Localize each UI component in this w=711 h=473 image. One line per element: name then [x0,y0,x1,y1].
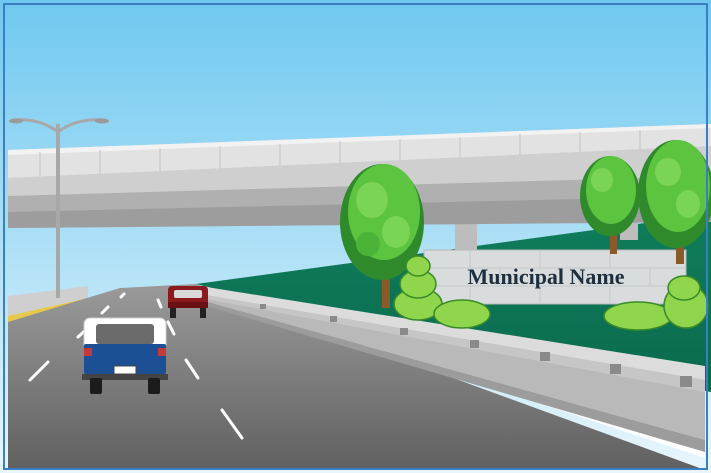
image-frame [3,3,708,470]
pickup-truck-icon [82,317,168,394]
tree-icon [580,156,640,254]
tree-icon [340,164,424,308]
shrub-icon [393,255,491,329]
car-icon [168,286,208,318]
overpass-pillar [455,222,477,256]
right-guardrail [200,286,705,452]
municipal-sign [423,249,687,305]
left-barrier [8,286,88,316]
shrub-icon [603,275,709,331]
tree-icon [638,140,711,264]
sign-text: Municipal Name [467,264,624,289]
streetlight-icon [9,118,109,298]
highway-road [8,284,705,470]
